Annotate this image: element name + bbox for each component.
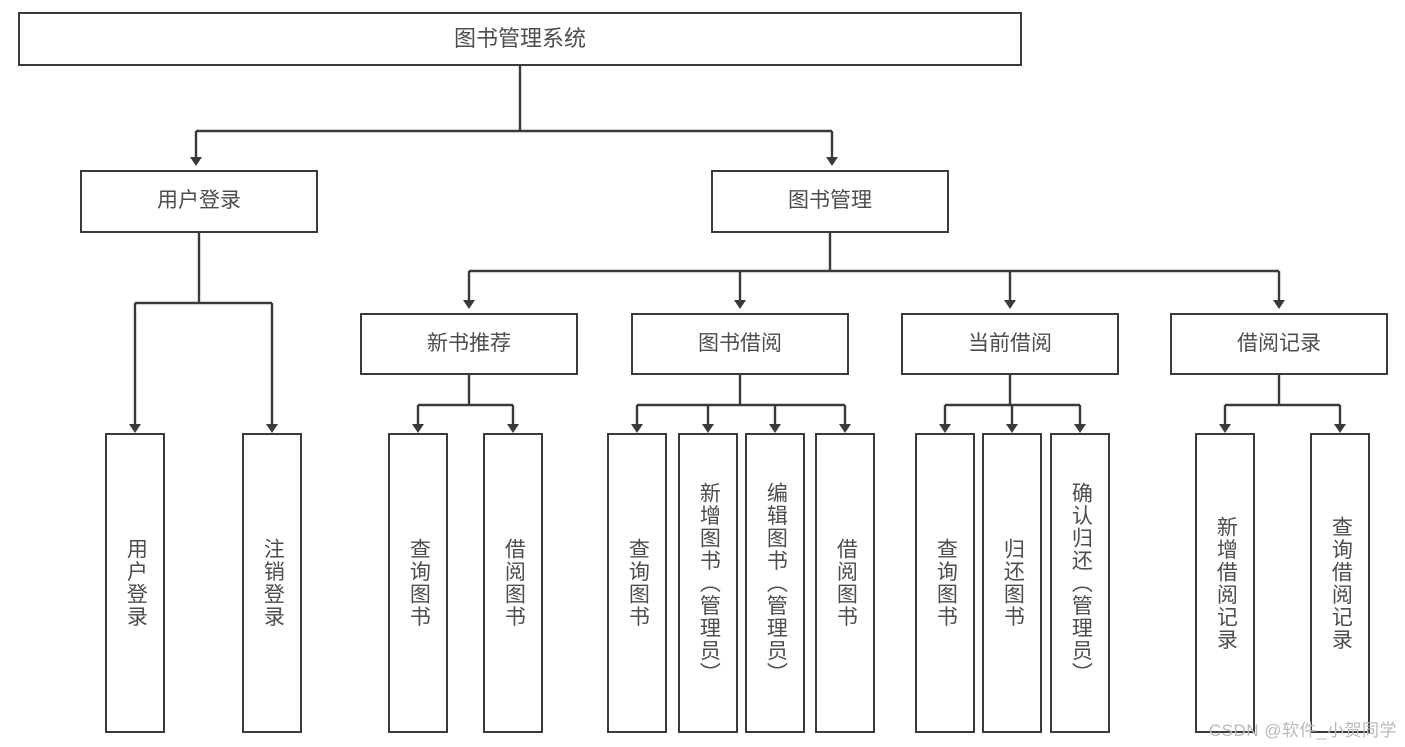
leaf-borrow-book[interactable]: 借阅图书 xyxy=(815,433,875,733)
node-label: 图书管理系统 xyxy=(453,26,586,52)
watermark-text: CSDN @软件_小贺同学 xyxy=(1208,721,1397,740)
node-label: 用户登录 xyxy=(124,538,148,628)
leaf-logout[interactable]: 注销登录 xyxy=(242,433,302,733)
node-root-system[interactable]: 图书管理系统 xyxy=(18,12,1022,66)
leaf-return-book[interactable]: 归还图书 xyxy=(982,433,1042,733)
node-new-book-recommend[interactable]: 新书推荐 xyxy=(360,313,578,375)
leaf-user-login[interactable]: 用户登录 xyxy=(105,433,165,733)
leaf-add-borrow-record[interactable]: 新增借阅记录 xyxy=(1195,433,1255,733)
leaf-query-book-borrow[interactable]: 查询图书 xyxy=(607,433,667,733)
node-label: 新书推荐 xyxy=(427,331,511,355)
node-label: 借阅图书 xyxy=(834,538,858,628)
node-label: 图书管理 xyxy=(788,189,872,213)
leaf-query-book-current[interactable]: 查询图书 xyxy=(915,433,975,733)
leaf-query-book-recommend[interactable]: 查询图书 xyxy=(388,433,448,733)
node-label: 借阅记录 xyxy=(1237,331,1321,355)
leaf-edit-book-admin[interactable]: 编辑图书（管理员） xyxy=(745,433,805,733)
node-borrow-record[interactable]: 借阅记录 xyxy=(1170,313,1388,375)
node-label: 查询图书 xyxy=(934,538,958,628)
node-label: 新增图书（管理员） xyxy=(697,481,721,685)
leaf-borrow-book-recommend[interactable]: 借阅图书 xyxy=(483,433,543,733)
node-label: 确认归还（管理员） xyxy=(1069,481,1093,685)
node-label: 查询图书 xyxy=(407,538,431,628)
node-label: 借阅图书 xyxy=(502,538,526,628)
node-label: 用户登录 xyxy=(157,189,241,213)
node-user-login[interactable]: 用户登录 xyxy=(80,170,318,233)
node-label: 查询图书 xyxy=(626,538,650,628)
leaf-query-borrow-record[interactable]: 查询借阅记录 xyxy=(1310,433,1370,733)
node-current-borrow[interactable]: 当前借阅 xyxy=(901,313,1119,375)
leaf-confirm-return-admin[interactable]: 确认归还（管理员） xyxy=(1050,433,1110,733)
node-label: 图书借阅 xyxy=(698,331,782,355)
node-label: 归还图书 xyxy=(1001,538,1025,628)
leaf-add-book-admin[interactable]: 新增图书（管理员） xyxy=(678,433,738,733)
node-label: 当前借阅 xyxy=(968,331,1052,355)
node-label: 注销登录 xyxy=(261,538,285,628)
node-label: 新增借阅记录 xyxy=(1214,515,1238,651)
node-book-management[interactable]: 图书管理 xyxy=(711,170,949,233)
node-label: 编辑图书（管理员） xyxy=(764,481,788,685)
node-label: 查询借阅记录 xyxy=(1329,515,1353,651)
node-book-borrow[interactable]: 图书借阅 xyxy=(631,313,849,375)
